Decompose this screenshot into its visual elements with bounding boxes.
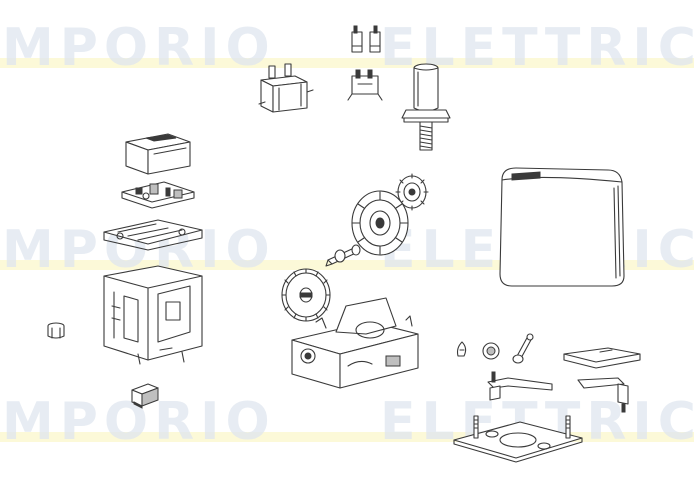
transformer-part bbox=[258, 63, 314, 113]
pinion-gear-part bbox=[395, 173, 429, 211]
limit-cam-left-part bbox=[487, 371, 553, 401]
magnet-clip-part bbox=[456, 341, 467, 357]
cable-gland-part bbox=[47, 322, 65, 339]
watermark-text-left: MPORIO bbox=[2, 18, 276, 78]
mounting-base-plate-part bbox=[453, 415, 583, 463]
control-board-cover-part bbox=[125, 133, 191, 175]
worm-wheel-part bbox=[351, 190, 409, 256]
limit-cam-right-part bbox=[577, 377, 629, 413]
limit-switch-part bbox=[347, 69, 383, 101]
spring-bushing-part bbox=[482, 342, 500, 360]
gearbox-base-part bbox=[291, 297, 419, 389]
motor-part bbox=[401, 63, 451, 151]
shaft-part bbox=[325, 244, 361, 267]
pin-bolt-part bbox=[512, 333, 534, 364]
rack-cover-part bbox=[563, 347, 641, 369]
release-key-block-part bbox=[131, 383, 159, 409]
drive-gear-part bbox=[281, 268, 331, 322]
motor-cover-part bbox=[499, 167, 625, 287]
control-board-part bbox=[121, 181, 195, 209]
frame-bracket-part bbox=[103, 265, 203, 365]
watermark-row-bottom: MPORIO ELETTRIC bbox=[0, 392, 694, 452]
connector-plugs-part bbox=[351, 25, 381, 53]
board-mounting-plate-part bbox=[103, 219, 203, 251]
